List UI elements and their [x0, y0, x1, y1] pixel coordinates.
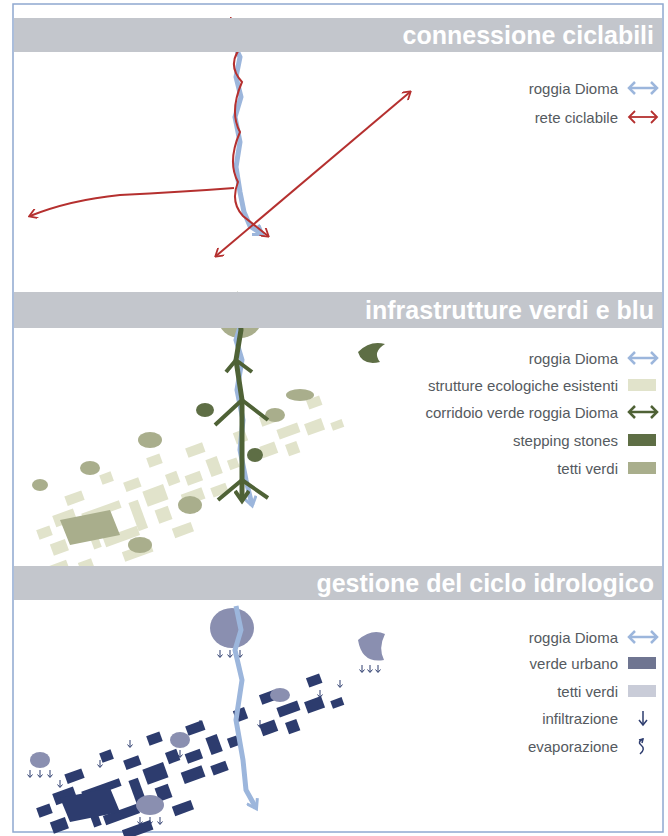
legend-swatch: [628, 379, 656, 391]
legend-text: verde urbano: [530, 655, 618, 672]
heading-band: connessione ciclabili: [14, 18, 662, 52]
legend-symbol: [626, 708, 660, 728]
legend-symbol: [626, 78, 660, 98]
legend-text: roggia Dioma: [529, 80, 618, 97]
heading-text: infrastrutture verdi e blu: [365, 296, 654, 325]
legend-symbol: [626, 627, 660, 647]
legend-symbol: [626, 107, 660, 127]
legend-text: strutture ecologiche esistenti: [428, 377, 618, 394]
legend-text: tetti verdi: [557, 683, 618, 700]
legend-text: evaporazione: [528, 738, 618, 755]
heading-band: infrastrutture verdi e blu: [14, 292, 662, 328]
legend-text: roggia Dioma: [529, 350, 618, 367]
heading-text: connessione ciclabili: [403, 21, 654, 50]
legend-symbol: [626, 348, 660, 368]
legend-text: rete ciclabile: [535, 109, 618, 126]
legend-symbol: [626, 402, 660, 422]
legend-text: tetti verdi: [557, 460, 618, 477]
heading-text: gestione del ciclo idrologico: [316, 569, 654, 598]
legend-text: corridoio verde roggia Dioma: [425, 404, 618, 421]
legend-swatch: [628, 462, 656, 474]
legend-text: infiltrazione: [542, 710, 618, 727]
legend-swatch: [628, 685, 656, 697]
legend-text: roggia Dioma: [529, 629, 618, 646]
legend-text: stepping stones: [513, 432, 618, 449]
legend-swatch: [628, 657, 656, 669]
heading-band: gestione del ciclo idrologico: [14, 566, 662, 600]
legend-swatch: [628, 434, 656, 446]
legend-symbol: [626, 736, 660, 756]
